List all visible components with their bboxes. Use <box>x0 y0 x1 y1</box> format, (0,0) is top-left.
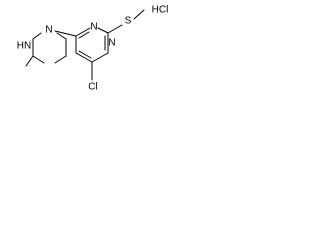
bond <box>107 24 123 34</box>
pyrimidine-ring <box>75 27 109 63</box>
atom-label-n-pyrimidine-right: N <box>108 38 115 49</box>
bond <box>32 55 45 64</box>
bond <box>133 9 145 20</box>
bond <box>54 55 67 64</box>
bond <box>75 27 91 37</box>
atom-label-hcl: HCl <box>152 5 169 16</box>
atom-label-s: S <box>125 16 132 27</box>
bond <box>54 30 77 37</box>
atom-label-n-piperazine: N <box>45 25 52 36</box>
structure-canvas: HN N N N S Cl HCl <box>0 0 172 100</box>
methyl-bond <box>25 55 34 67</box>
bond <box>91 52 109 63</box>
bond <box>32 32 42 40</box>
double-bond <box>78 50 92 59</box>
atom-label-hn: HN <box>17 41 31 52</box>
atom-label-cl: Cl <box>88 82 97 93</box>
chemical-structure: HN N N N S Cl HCl <box>17 5 169 93</box>
bond <box>56 32 67 40</box>
piperazine-ring <box>32 32 67 64</box>
bond <box>75 52 93 63</box>
double-bond <box>78 31 90 39</box>
bond <box>97 27 109 34</box>
atom-label-n-pyrimidine-top: N <box>90 22 97 33</box>
